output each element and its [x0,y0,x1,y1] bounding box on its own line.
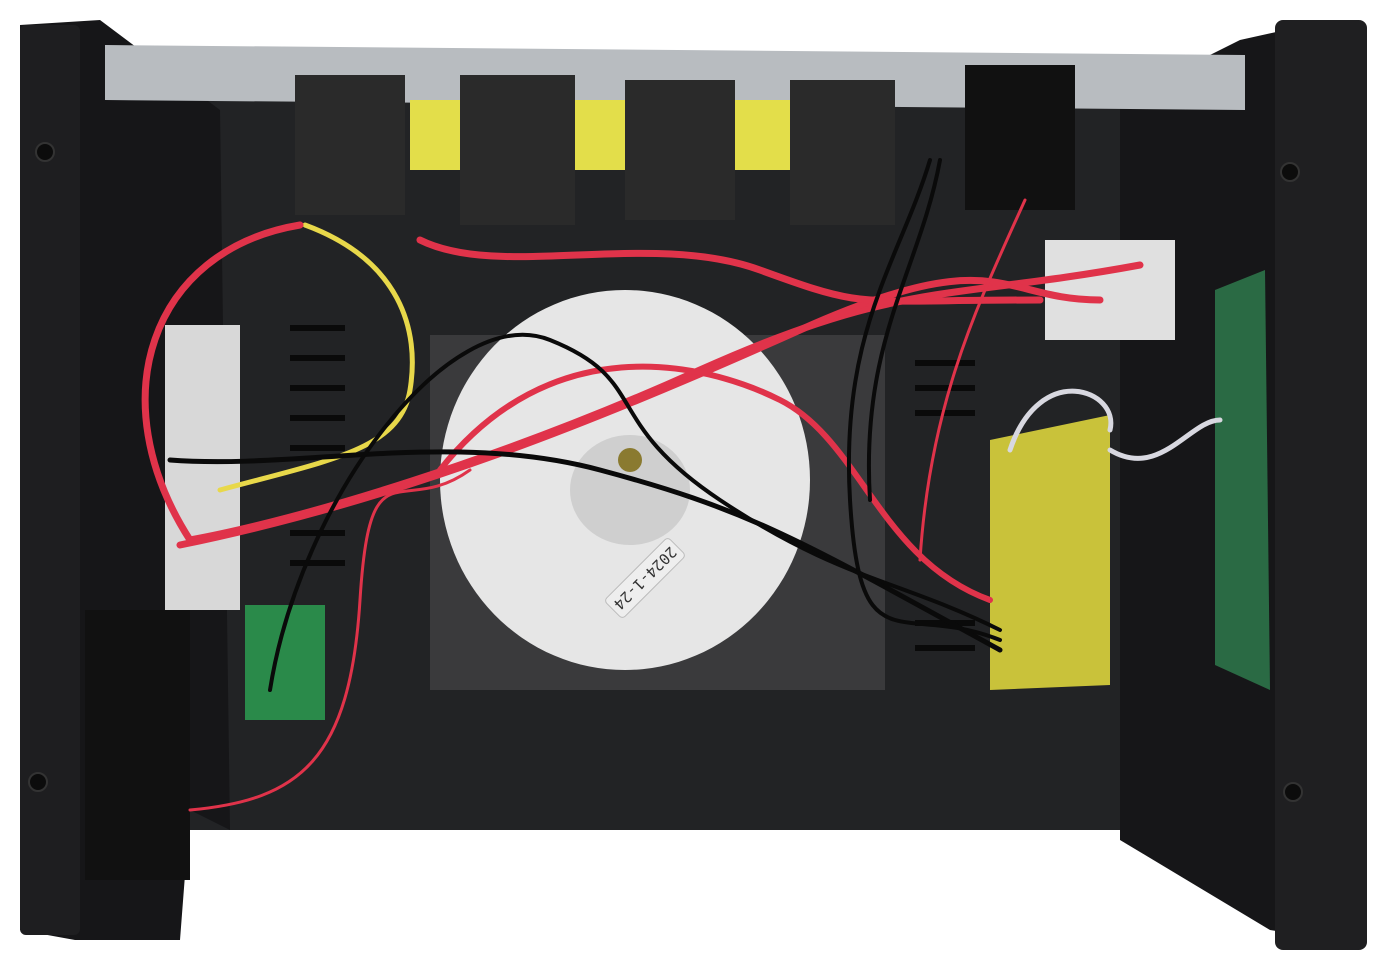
left-flange [20,25,80,935]
wiring [141,158,1223,812]
vent-slots [290,325,975,651]
relays [295,65,1075,225]
control-pcb [990,415,1110,690]
date-sticker [605,538,685,618]
transformer-center [570,435,690,545]
transformer-bolt [618,448,642,472]
right-flange [1275,20,1367,950]
screws [28,142,1303,802]
black-box-component [965,65,1075,210]
circuit-breaker [1045,240,1175,340]
terminal-block [165,325,240,610]
display-pcb [1215,270,1270,690]
cooling-fan [85,610,190,880]
